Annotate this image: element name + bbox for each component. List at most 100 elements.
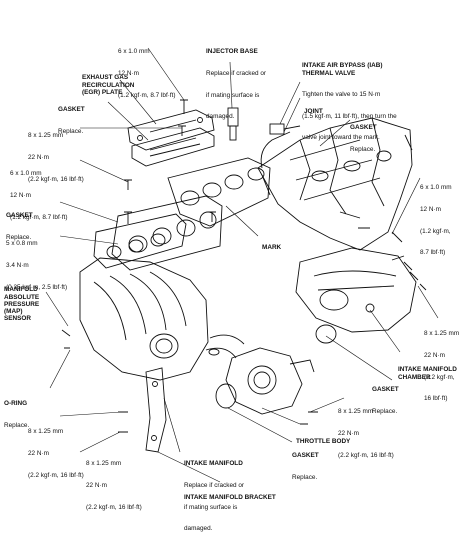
spec-line: if mating surface is (206, 91, 260, 99)
spec-line: (1.2 kgf·m, 8.7 lbf·ft) (10, 213, 68, 221)
spec-line: Replace if cracked or (184, 482, 245, 490)
exploded-parts-diagram (45, 47, 439, 483)
spec-line: damaged. (184, 525, 213, 533)
label-map-sensor: MANIFOLD ABSOLUTE PRESSURE (MAP) SENSOR (4, 272, 39, 330)
left-gasket (93, 213, 187, 269)
spec-line: 12 N·m (420, 206, 441, 214)
spec-line: (0.35 kgf·m, 2.5 lbf·ft) (6, 283, 68, 291)
spec-line: (1.2 kgf·m, (420, 227, 451, 235)
part-title: JOINT (304, 108, 323, 116)
spec-line: (2.2 kgf·m, 16 lbf·ft) (338, 451, 394, 459)
spec-line: 22 N·m (28, 154, 49, 162)
spec-line: 22 N·m (424, 352, 445, 360)
manifold-gasket (167, 157, 271, 227)
spec-line: 8 x 1.25 mm (86, 460, 122, 468)
part-title: GASKET (350, 124, 377, 132)
label-injector-base: INJECTOR BASE Replace if cracked or if m… (206, 34, 266, 128)
spec-line: Replace. (6, 234, 32, 242)
label-intake-chamber: INTAKE MANIFOLD CHAMBER (398, 352, 457, 388)
label-bolt-8x125-bottom-right: 8 x 1.25 mm 22 N·m (2.2 kgf·m, 16 lbf·ft… (338, 394, 394, 466)
spec-line: Replace. (4, 422, 30, 430)
label-gasket-top: GASKET Replace. (58, 92, 85, 142)
spec-line: Replace. (58, 128, 84, 136)
spec-line: (2.2 kgf·m, 16 lbf·ft) (28, 471, 84, 479)
iab-valve-part (269, 123, 301, 135)
throttle-gasket (215, 383, 237, 409)
spec-line: 22 N·m (28, 450, 49, 458)
intake-manifold-body (79, 257, 209, 381)
label-bolt-6x10-left: 6 x 1.0 mm 12 N·m (1.2 kgf·m, 8.7 lbf·ft… (10, 156, 68, 228)
label-iab-valve: INTAKE AIR BYPASS (IAB) THERMAL VALVE Ti… (302, 48, 397, 149)
spec-line: 8 x 1.25 mm (28, 132, 64, 140)
spec-line: (2.2 kgf·m, 16 lbf·ft) (86, 503, 142, 511)
spec-line: (2.2 kgf·m, (424, 373, 455, 381)
label-gasket-mid-right: GASKET Replace. (372, 372, 399, 422)
injector-base-part (227, 107, 239, 141)
part-title: MARK (262, 244, 282, 252)
spec-line: 3.4 N·m (6, 262, 29, 270)
label-bolt-5x08: 5 x 0.8 mm 3.4 N·m (0.35 kgf·m, 2.5 lbf·… (6, 226, 67, 298)
spec-line: (2.2 kgf·m, 16 lbf·ft) (28, 175, 84, 183)
bracket-part (145, 367, 167, 453)
label-throttle-body: THROTTLE BODY (296, 424, 350, 453)
spec-line: 12 N·m (10, 192, 31, 200)
part-title: INJECTOR BASE (206, 48, 258, 56)
part-title: MANIFOLD ABSOLUTE PRESSURE (MAP) SENSOR (4, 286, 40, 323)
part-title: INTAKE AIR BYPASS (IAB) THERMAL VALVE (302, 62, 383, 77)
label-gasket-left: GASKET Replace. (6, 198, 33, 248)
part-title: INTAKE MANIFOLD (184, 460, 243, 468)
spec-line: (1.5 kgf·m, 11 lbf·ft), then turn the (302, 112, 397, 120)
spec-line: damaged. (206, 113, 235, 121)
spec-line: (1.2 kgf·m, 8.7 lbf·ft) (118, 91, 176, 99)
spec-line: valve joint toward the mark. (302, 134, 380, 142)
chamber-gasket (315, 324, 337, 344)
spec-line: 8 x 1.25 mm (424, 330, 460, 338)
part-title: O-RING (4, 400, 28, 408)
spec-line: Replace. (292, 474, 318, 482)
label-bolt-8x125-left-bot: 8 x 1.25 mm 22 N·m (2.2 kgf·m, 16 lbf·ft… (86, 446, 142, 518)
label-bolt-6x10-right: 6 x 1.0 mm 12 N·m (1.2 kgf·m, 8.7 lbf·ft… (420, 170, 452, 264)
part-title: EXHAUST GAS RECIRCULATION (EGR) PLATE (82, 74, 135, 96)
throttle-body-part (225, 347, 315, 415)
part-title: THROTTLE BODY (296, 438, 351, 446)
spec-line: 8 x 1.25 mm (28, 428, 64, 436)
intake-chamber-part (295, 247, 417, 333)
part-title: GASKET (58, 106, 85, 114)
bypass-hose (205, 334, 245, 359)
label-joint: JOINT (304, 94, 323, 123)
spec-line: 16 lbf·ft) (424, 395, 448, 403)
spec-line: Replace. (372, 408, 398, 416)
spec-line: 12 N·m (118, 70, 139, 78)
label-intake-bracket: INTAKE MANIFOLD BRACKET (184, 480, 276, 509)
spec-line: 6 x 1.0 mm (420, 184, 452, 192)
part-title: GASKET (292, 452, 319, 460)
leader-lines (45, 47, 439, 483)
spec-line: 6 x 1.0 mm (118, 48, 150, 56)
hose-clamp (208, 348, 220, 356)
spec-line: 8 x 1.25 mm (338, 408, 374, 416)
part-title: GASKET (372, 386, 399, 394)
label-bolt-8x125-left-mid: 8 x 1.25 mm 22 N·m (2.2 kgf·m, 16 lbf·ft… (28, 414, 84, 486)
spec-line: 5 x 0.8 mm (6, 240, 38, 248)
spec-line: 6 x 1.0 mm (10, 170, 42, 178)
spec-line: Replace. (350, 146, 376, 154)
label-bolt-8x125-right: 8 x 1.25 mm 22 N·m (2.2 kgf·m, 16 lbf·ft… (424, 316, 459, 410)
label-gasket-right-top: GASKET Replace. (350, 110, 377, 160)
spec-line: 8.7 lbf·ft) (420, 249, 446, 257)
label-mark: MARK (262, 230, 281, 259)
label-bolt-6x10-top: 6 x 1.0 mm 12 N·m (1.2 kgf·m, 8.7 lbf·ft… (118, 34, 176, 106)
spec-line: Tighten the valve to 15 N·m (302, 91, 381, 99)
spec-line: 22 N·m (86, 482, 107, 490)
label-gasket-bottom: GASKET Replace. (292, 438, 319, 488)
spec-line: 22 N·m (338, 430, 359, 438)
egr-plate (127, 109, 215, 151)
intake-manifold-flange (111, 195, 223, 271)
spec-line: Replace if cracked or (206, 70, 267, 78)
part-title: INTAKE MANIFOLD BRACKET (184, 494, 276, 502)
label-egr-plate: EXHAUST GAS RECIRCULATION (EGR) PLATE (82, 60, 134, 103)
part-title: GASKET (6, 212, 33, 220)
part-title: INTAKE MANIFOLD CHAMBER (398, 366, 457, 381)
egr-gasket (131, 127, 215, 167)
label-bolt-8x125-left-top: 8 x 1.25 mm 22 N·m (2.2 kgf·m, 16 lbf·ft… (28, 118, 84, 190)
label-o-ring: O-RING Replace. (4, 386, 29, 436)
